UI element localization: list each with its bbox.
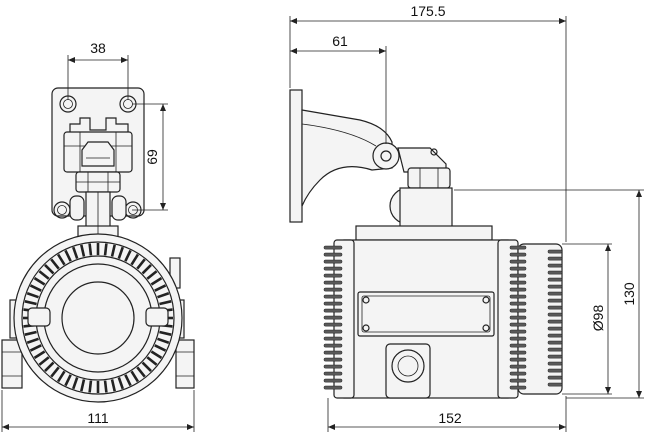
front-dimensions: 38 69 111 — [1, 40, 195, 432]
transmitter-body — [323, 239, 563, 399]
dim-overall-length: 175.5 — [410, 3, 445, 19]
dim-cap-diameter: Ø98 — [590, 305, 606, 332]
nameplate — [357, 291, 495, 337]
dim-body-length: 152 — [438, 410, 462, 426]
dim-total-width: 111 — [87, 410, 108, 426]
housing-neck — [69, 191, 127, 241]
dim-bracket-height: 69 — [144, 149, 160, 165]
side-dimensions: 175.5 61 152 Ø98 — [289, 3, 644, 432]
front-view: 38 69 111 — [1, 40, 195, 432]
dim-bracket-width: 38 — [90, 40, 106, 56]
dim-total-height: 130 — [621, 282, 637, 306]
bottom-gland — [385, 343, 431, 399]
wall-plate — [289, 89, 303, 223]
mounting-plate — [51, 87, 145, 219]
round-housing — [13, 233, 183, 403]
side-view: 175.5 61 152 Ø98 — [289, 3, 644, 432]
dim-pivot-offset: 61 — [332, 33, 348, 49]
bracket-arm — [301, 109, 493, 247]
